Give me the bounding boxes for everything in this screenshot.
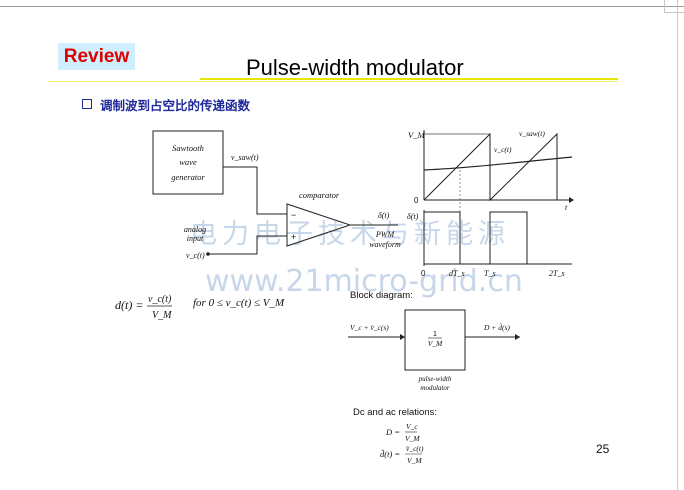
control-signal-curve bbox=[423, 156, 573, 171]
input-node bbox=[206, 252, 210, 256]
gain-denominator: V_M bbox=[428, 339, 443, 348]
t-axis-arrow bbox=[569, 197, 574, 203]
generator-label-3: generator bbox=[171, 172, 205, 182]
analog-label-2: input bbox=[187, 234, 204, 243]
vm-label: V_M bbox=[408, 130, 425, 140]
block-caption-2: modulator bbox=[420, 384, 449, 392]
block-input-label: V_c + v̂_c(s) bbox=[350, 323, 389, 332]
title-underline-thin bbox=[48, 81, 618, 82]
vc-label: v_c(t) bbox=[494, 145, 512, 154]
slide-top-border bbox=[0, 6, 684, 7]
comparator-symbol bbox=[286, 203, 352, 247]
delta-label: δ(t) bbox=[378, 211, 390, 220]
slide-corner-mark bbox=[664, 0, 684, 13]
generator-label-1: Sawtooth bbox=[172, 143, 204, 153]
tick-2ts: 2T_s bbox=[549, 269, 565, 278]
sawtooth-generator-box bbox=[152, 130, 224, 195]
slide-right-border bbox=[677, 0, 678, 490]
sawtooth-wave bbox=[423, 132, 558, 202]
dc-relation-lhs: D = bbox=[385, 427, 400, 437]
equation-condition: for 0 ≤ v_c(t) ≤ V_M bbox=[193, 297, 285, 309]
ac-relation-lhs: d̂(t) = bbox=[380, 448, 400, 459]
equation-numerator: v_c(t) bbox=[148, 294, 172, 305]
pwm-waveform bbox=[424, 211, 557, 265]
t-axis-label: t bbox=[565, 203, 568, 212]
block-output-label: D + d̂(s) bbox=[483, 321, 510, 332]
watermark-url: www.21micro-grid.cn bbox=[205, 264, 523, 299]
ac-relation-num: v̂_c(t) bbox=[406, 444, 424, 453]
tick-dts: dT_s bbox=[449, 269, 465, 278]
output-arrow-head bbox=[515, 334, 520, 340]
title-underline bbox=[200, 78, 618, 80]
bullet-square-icon bbox=[82, 99, 92, 109]
delta-axis-label: δ(t) bbox=[407, 212, 419, 221]
gain-numerator: 1 bbox=[433, 329, 437, 338]
pwm-gain-block bbox=[404, 309, 466, 371]
saw-wire bbox=[223, 166, 287, 215]
page-number: 25 bbox=[596, 442, 610, 456]
input-arrow-head bbox=[400, 334, 405, 340]
equation-lhs: d(t) = bbox=[115, 298, 143, 312]
block-diagram-heading: Block diagram: bbox=[350, 290, 413, 301]
analog-label-1: analog bbox=[184, 225, 206, 234]
dc-ac-heading: Dc and ac relations: bbox=[353, 407, 437, 418]
comparator-label: comparator bbox=[299, 190, 340, 200]
tick-0: 0 bbox=[421, 269, 426, 278]
bullet-heading: 调制波到占空比的传递函数 bbox=[100, 98, 251, 113]
comparator-plus: + bbox=[291, 232, 296, 242]
comparator-minus: − bbox=[291, 210, 296, 220]
dc-relation-num: V_c bbox=[406, 422, 418, 431]
saw-signal-label: v_saw(t) bbox=[231, 153, 259, 162]
block-caption-1: pulse-width bbox=[418, 375, 452, 383]
pwm-label-1: PWM bbox=[375, 230, 396, 239]
dc-relation-den: V_M bbox=[405, 434, 420, 443]
analog-input-wire bbox=[209, 235, 287, 255]
vc-input-label: v_c(t) bbox=[186, 251, 205, 260]
zero-label: 0 bbox=[414, 196, 419, 205]
ac-relation-den: V_M bbox=[407, 456, 422, 465]
equation-denominator: V_M bbox=[152, 310, 172, 321]
vsaw-label: v_saw(t) bbox=[519, 129, 545, 138]
slide-title: Pulse-width modulator bbox=[246, 55, 464, 80]
review-badge: Review bbox=[58, 43, 135, 70]
generator-label-2: wave bbox=[179, 157, 197, 167]
pwm-label-2: waveform bbox=[369, 240, 401, 249]
tick-ts: T_s bbox=[484, 269, 496, 278]
